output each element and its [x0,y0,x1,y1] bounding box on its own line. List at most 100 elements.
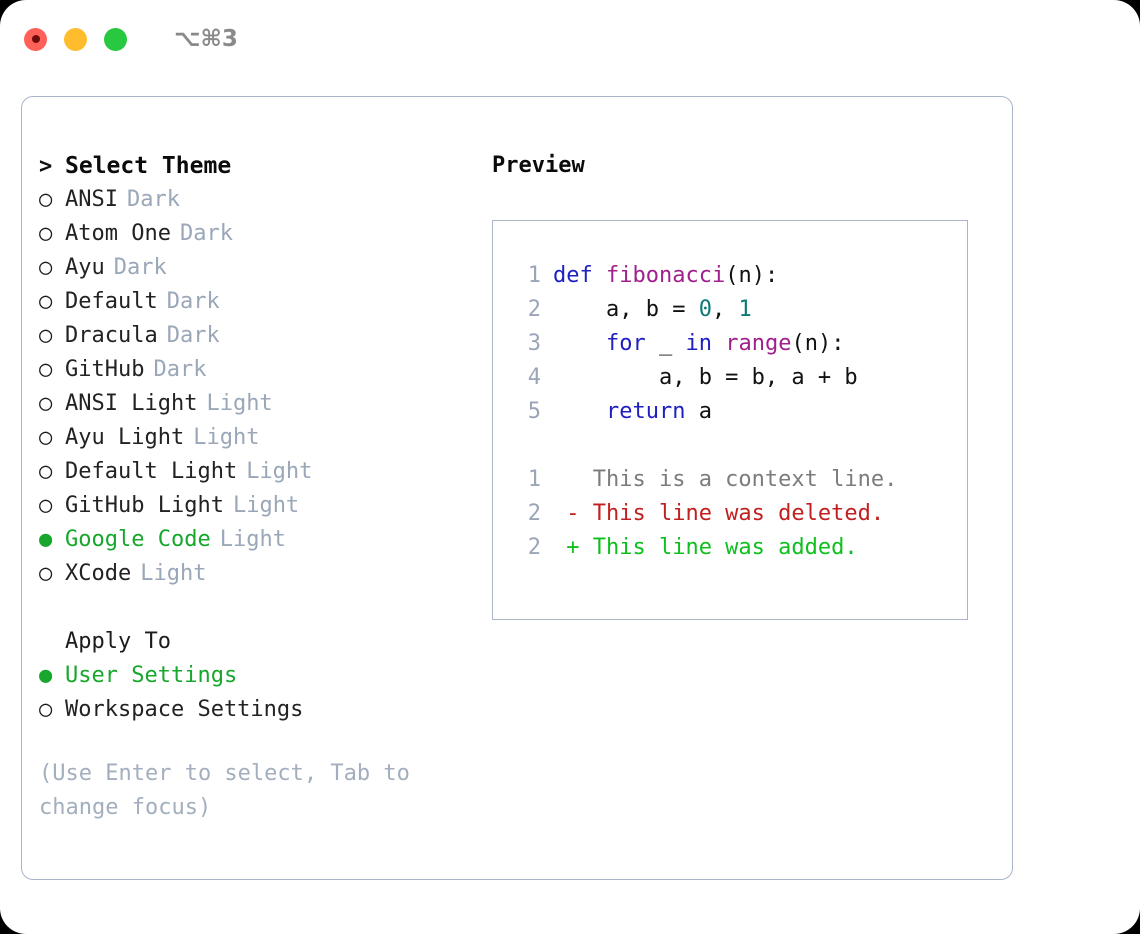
theme-name: Ayu Light [65,425,185,450]
theme-name: GitHub Light [65,493,224,518]
code-token-plain: (n): [725,263,779,288]
theme-name: XCode [65,561,132,586]
theme-variant-tag: Dark [126,187,180,212]
diff-line-ctx: 1 This is a context line. [511,463,967,497]
code-token-plain: _ [645,331,686,356]
theme-list-item[interactable]: ○ GitHub Dark [39,353,492,387]
line-number: 2 [527,297,541,322]
keyboard-shortcut-label: ⌥⌘3 [174,26,238,52]
radio-unselected-icon: ○ [39,391,53,416]
apply-to-option-label: Workspace Settings [65,697,304,722]
theme-name: Default Light [65,459,238,484]
code-line-content: def fibonacci(n): [553,259,778,293]
apply-to-option[interactable]: ●User Settings [39,659,492,693]
list-spacer [39,591,492,625]
theme-variant-tag: Dark [166,289,220,314]
code-token-num: 0 [698,297,712,322]
radio-unselected-icon: ○ [39,697,53,722]
code-token-kw: def [553,263,593,288]
code-token-num: 1 [738,297,752,322]
line-number: 1 [527,263,541,288]
maximize-button-icon[interactable] [104,27,127,51]
code-token-fn: range [725,331,792,356]
theme-variant-tag: Light [206,391,273,416]
diff-sample: 1 This is a context line.2 - This line w… [511,463,967,565]
radio-unselected-icon: ○ [39,493,53,518]
code-token-plain [712,331,725,356]
diff-line-del: 2 - This line was deleted. [511,497,967,531]
diff-line-content: This is a context line. [553,467,898,492]
apply-to-option[interactable]: ○ Workspace Settings [39,693,492,727]
radio-selected-icon: ● [39,527,53,552]
theme-variant-tag: Dark [153,357,207,382]
code-token-plain: a [685,399,712,424]
theme-list-item[interactable]: ○ ANSI Light Light [39,387,492,421]
diff-line-content: - This line was deleted. [553,501,885,526]
radio-unselected-icon: ○ [39,289,53,314]
line-number: 5 [527,399,541,424]
minimize-button-icon[interactable] [64,27,87,51]
theme-variant-tag: Light [246,459,313,484]
theme-picker-header: > Select Theme [39,149,492,183]
keyboard-hint-text: (Use Enter to select, Tab to change focu… [39,761,410,820]
code-token-kw: for [605,331,646,356]
code-line: 3 for _ in range(n): [511,327,967,361]
apply-to-header: Apply To [39,625,492,659]
theme-list-item[interactable]: ○ XCode Light [39,557,492,591]
theme-list-item[interactable]: ○ ANSI Dark [39,183,492,217]
apply-to-option-label: User Settings [65,663,238,688]
theme-variant-tag: Dark [113,255,167,280]
code-line-content: for _ in range(n): [553,327,844,361]
code-token-plain [593,263,606,288]
theme-list-item[interactable]: ○ GitHub Light Light [39,489,492,523]
theme-name: Atom One [65,221,171,246]
code-line-content: a, b = b, a + b [553,361,858,395]
recording-dot-icon [31,35,40,43]
code-token-plain: (n): [791,331,845,356]
diff-line-content: + This line was added. [553,535,858,560]
preview-title: Preview [492,153,585,178]
theme-variant-tag: Light [232,493,300,518]
code-line: 4 a, b = b, a + b [511,361,967,395]
code-token-kw: return [605,399,686,424]
theme-name: Default [65,289,158,314]
radio-unselected-icon: ○ [39,357,53,382]
theme-variant-tag: Dark [179,221,233,246]
theme-name: GitHub [65,357,145,382]
theme-list-item[interactable]: ○ Atom One Dark [39,217,492,251]
theme-list-item[interactable]: ○ Default Dark [39,285,492,319]
traffic-lights [24,27,127,51]
line-number: 4 [527,365,541,390]
theme-name: ANSI [65,187,118,212]
radio-unselected-icon: ○ [39,187,53,212]
diff-line-add: 2 + This line was added. [511,531,967,565]
apply-to-list: ●User Settings ○ Workspace Settings [39,659,492,727]
theme-variant-tag: Light [140,561,207,586]
radio-unselected-icon: ○ [39,323,53,348]
close-button-icon[interactable] [24,27,47,51]
radio-unselected-icon: ○ [39,221,53,246]
code-token-plain: a, b = b, a + b [553,365,858,390]
apply-to-title: Apply To [65,629,171,654]
title-bar: ⌥⌘3 [0,0,1140,78]
radio-unselected-icon: ○ [39,255,53,280]
theme-variant-tag: Dark [166,323,220,348]
code-diff-gap [511,429,967,463]
theme-name: ANSI Light [65,391,198,416]
theme-variant-tag: Light [193,425,260,450]
radio-unselected-icon: ○ [39,561,53,586]
code-token-plain: , [711,297,739,322]
code-line-content: a, b = 0, 1 [553,293,752,327]
